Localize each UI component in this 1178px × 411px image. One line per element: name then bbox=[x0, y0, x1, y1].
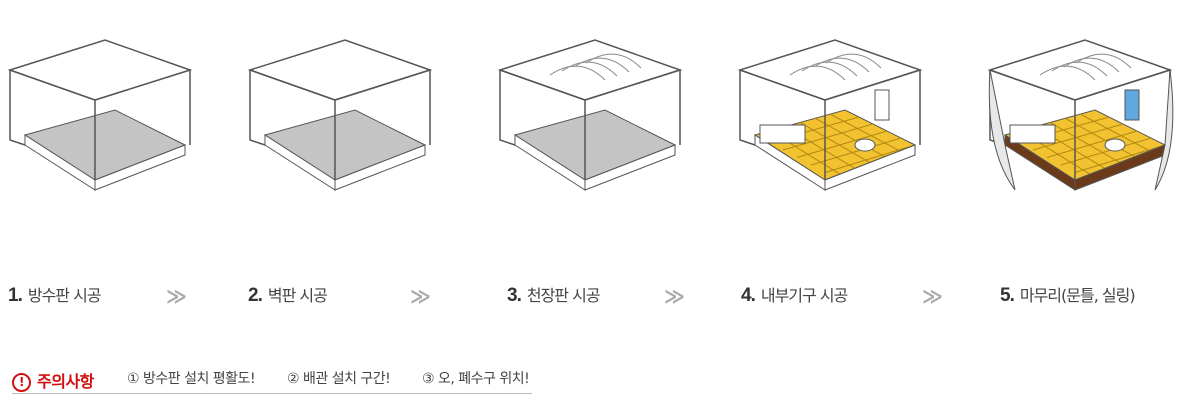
next-arrow-icon: ≫ bbox=[166, 284, 187, 308]
step-1-label: 1.방수판 시공 bbox=[8, 285, 102, 306]
bathroom-unit-icon bbox=[247, 39, 433, 191]
alert-icon: ! bbox=[12, 373, 31, 392]
bathroom-unit-icon bbox=[737, 39, 923, 191]
next-arrow-icon: ≫ bbox=[922, 284, 943, 308]
caution-item: ③ 오, 폐수구 위치! bbox=[422, 371, 530, 387]
step-5-label: 5.마무리(문틀, 실링) bbox=[1000, 285, 1136, 306]
caution-title: !주의사항 bbox=[12, 368, 94, 392]
step-3-illustration bbox=[495, 30, 695, 225]
bathroom-unit-icon bbox=[987, 39, 1174, 191]
step-4-illustration bbox=[735, 30, 935, 225]
step-1-illustration bbox=[5, 30, 205, 225]
bathroom-unit-icon bbox=[7, 39, 193, 191]
step-2-label: 2.벽판 시공 bbox=[248, 285, 328, 306]
step-4-label: 4.내부기구 시공 bbox=[741, 285, 848, 306]
step-3-label: 3.천장판 시공 bbox=[507, 285, 601, 306]
caution-item: ② 배관 설치 구간! bbox=[287, 371, 391, 387]
next-arrow-icon: ≫ bbox=[664, 284, 685, 308]
caution-bar: !주의사항 ① 방수판 설치 평활도! ② 배관 설치 구간! ③ 오, 폐수구… bbox=[12, 366, 532, 394]
step-5-illustration bbox=[985, 30, 1178, 225]
bathroom-unit-icon bbox=[497, 39, 683, 191]
step-2-illustration bbox=[245, 30, 445, 225]
next-arrow-icon: ≫ bbox=[410, 284, 431, 308]
caution-item: ① 방수판 설치 평활도! bbox=[127, 371, 256, 387]
